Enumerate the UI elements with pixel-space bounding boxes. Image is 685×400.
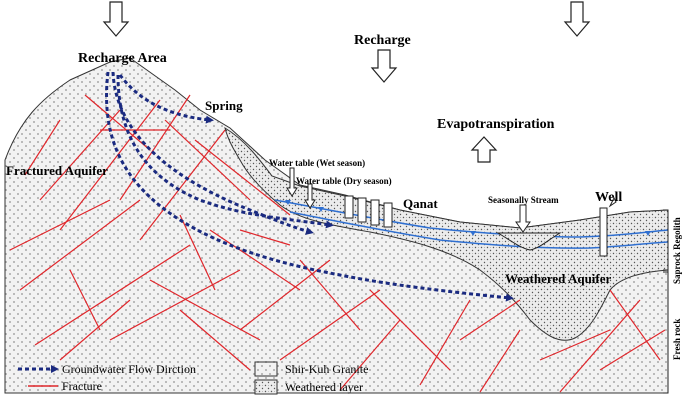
fresh-rock-bracket bbox=[663, 271, 669, 394]
fracture-line bbox=[339, 319, 401, 391]
fractured-aquifer-label: Fractured Aquifer bbox=[6, 163, 108, 178]
flow-path-weathered bbox=[105, 71, 514, 302]
pointer-stream-icon bbox=[515, 204, 531, 233]
fracture-line bbox=[239, 259, 331, 331]
recharge-arrow-right-icon bbox=[563, 1, 591, 37]
fracture-line bbox=[164, 119, 251, 201]
legend-flow-label: Groundwater Flow Dirction bbox=[62, 362, 196, 376]
recharge-arrow-left-icon bbox=[102, 1, 130, 37]
fresh-rock-label: Fresh rock bbox=[672, 319, 682, 360]
qanat-shafts bbox=[344, 195, 393, 228]
fracture-line bbox=[69, 269, 101, 331]
evapotranspiration-arrow-icon bbox=[470, 136, 498, 163]
saprock-regolith-label: Saprock Regolith bbox=[672, 217, 682, 284]
weathered-layer bbox=[224, 126, 669, 341]
legend: Groundwater Flow Dirction Fracture Shir-… bbox=[18, 361, 368, 395]
fracture-line bbox=[179, 214, 216, 291]
well-casing bbox=[599, 207, 608, 257]
fracture-line bbox=[559, 299, 641, 393]
fracture-line bbox=[59, 99, 161, 231]
fracture-line bbox=[19, 199, 141, 291]
zone-brackets bbox=[663, 209, 669, 394]
fracture-line bbox=[109, 269, 241, 341]
fracture-line bbox=[609, 289, 661, 361]
fracture-line bbox=[59, 299, 131, 361]
water-table-marker bbox=[318, 207, 324, 212]
recharge-arrows bbox=[102, 1, 591, 83]
fracture-line bbox=[299, 259, 361, 331]
fracture-line bbox=[419, 299, 471, 386]
fractures bbox=[9, 94, 666, 393]
fracture-line bbox=[119, 94, 191, 201]
qanat-label: Qanat bbox=[403, 196, 438, 211]
pointer-well-icon bbox=[608, 196, 617, 208]
fracture-line bbox=[34, 244, 191, 346]
fracture-line bbox=[194, 139, 291, 216]
fracture-line bbox=[179, 309, 251, 371]
fracture-line bbox=[459, 299, 521, 341]
fracture-line bbox=[279, 289, 381, 361]
groundwater-flows bbox=[105, 71, 514, 302]
spring-label: Spring bbox=[205, 98, 243, 113]
legend-granite-label: Shir-Kuh Granite bbox=[285, 362, 368, 376]
seasonal-stream-label: Seasonally Stream bbox=[488, 195, 559, 205]
qanat-shaft bbox=[344, 195, 354, 219]
fracture-line bbox=[209, 229, 301, 291]
fracture-line bbox=[9, 199, 111, 251]
flow-path-spring bbox=[118, 74, 214, 124]
legend-granite-swatch bbox=[254, 361, 278, 377]
pointer-wet-icon bbox=[286, 167, 298, 197]
water-table-dry-label: Water table (Dry season) bbox=[296, 176, 392, 186]
recharge-arrow-center-icon bbox=[370, 49, 398, 83]
weathered-aquifer-label: Weathered Aquifer bbox=[505, 271, 612, 286]
fracture-line bbox=[39, 109, 121, 201]
seasonal-stream-channel bbox=[496, 232, 562, 251]
fracture-line bbox=[599, 329, 666, 371]
water-table-wet-label: Water table (Wet season) bbox=[269, 158, 365, 168]
well-label: Well bbox=[595, 190, 622, 205]
fracture-line bbox=[479, 329, 521, 393]
pointer-dry-icon bbox=[304, 183, 316, 209]
fracture-line bbox=[539, 329, 611, 361]
fracture-line bbox=[84, 94, 151, 151]
water-table-marker bbox=[645, 231, 651, 236]
water-table-dry-line bbox=[289, 211, 669, 249]
legend-weathered-label: Weathered layer bbox=[285, 380, 363, 394]
fracture-line bbox=[149, 279, 261, 341]
flow-path-deep bbox=[111, 71, 314, 235]
recharge-label: Recharge bbox=[354, 33, 411, 48]
fracture-line bbox=[139, 129, 226, 241]
qanat-shaft bbox=[370, 199, 380, 226]
water-table-marker bbox=[470, 231, 476, 236]
qanat-shaft bbox=[383, 202, 393, 228]
fracture-line bbox=[24, 119, 61, 176]
flow-path-qanat bbox=[116, 74, 334, 229]
legend-fracture-label: Fracture bbox=[62, 379, 102, 393]
fracture-line bbox=[239, 229, 291, 246]
evapotranspiration-label: Evapotranspiration bbox=[437, 117, 555, 132]
water-table-marker bbox=[285, 200, 291, 205]
saprock-regolith-bracket bbox=[663, 209, 669, 271]
legend-weathered-swatch bbox=[254, 379, 278, 395]
recharge-area-label: Recharge Area bbox=[78, 51, 167, 66]
qanat-shaft bbox=[357, 197, 367, 223]
label-pointers bbox=[286, 167, 617, 233]
